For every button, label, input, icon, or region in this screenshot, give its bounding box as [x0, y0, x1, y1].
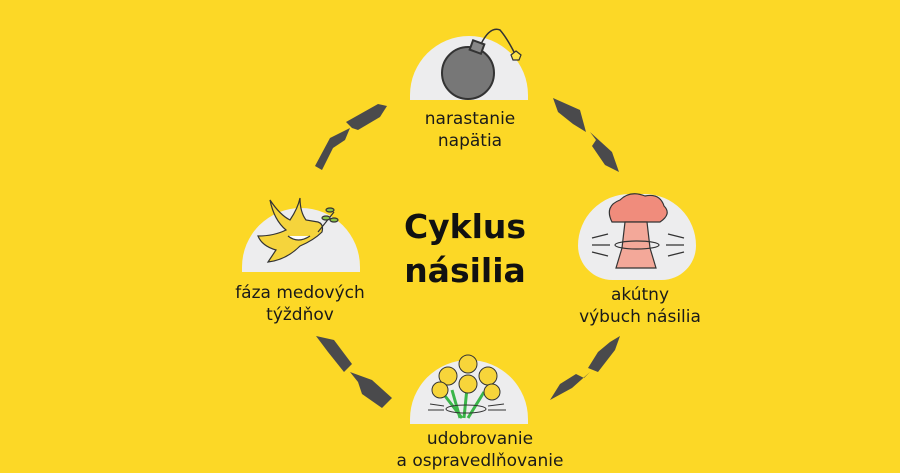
stage-label: akútny výbuch násilia	[579, 285, 701, 327]
stage-label: fáza medových týždňov	[235, 283, 365, 325]
stage-label: udobrovanie a ospravedlňovanie	[396, 429, 564, 471]
stage-label: narastanie napätia	[424, 109, 516, 151]
diagram-title: Cyklus násilia	[403, 207, 527, 290]
